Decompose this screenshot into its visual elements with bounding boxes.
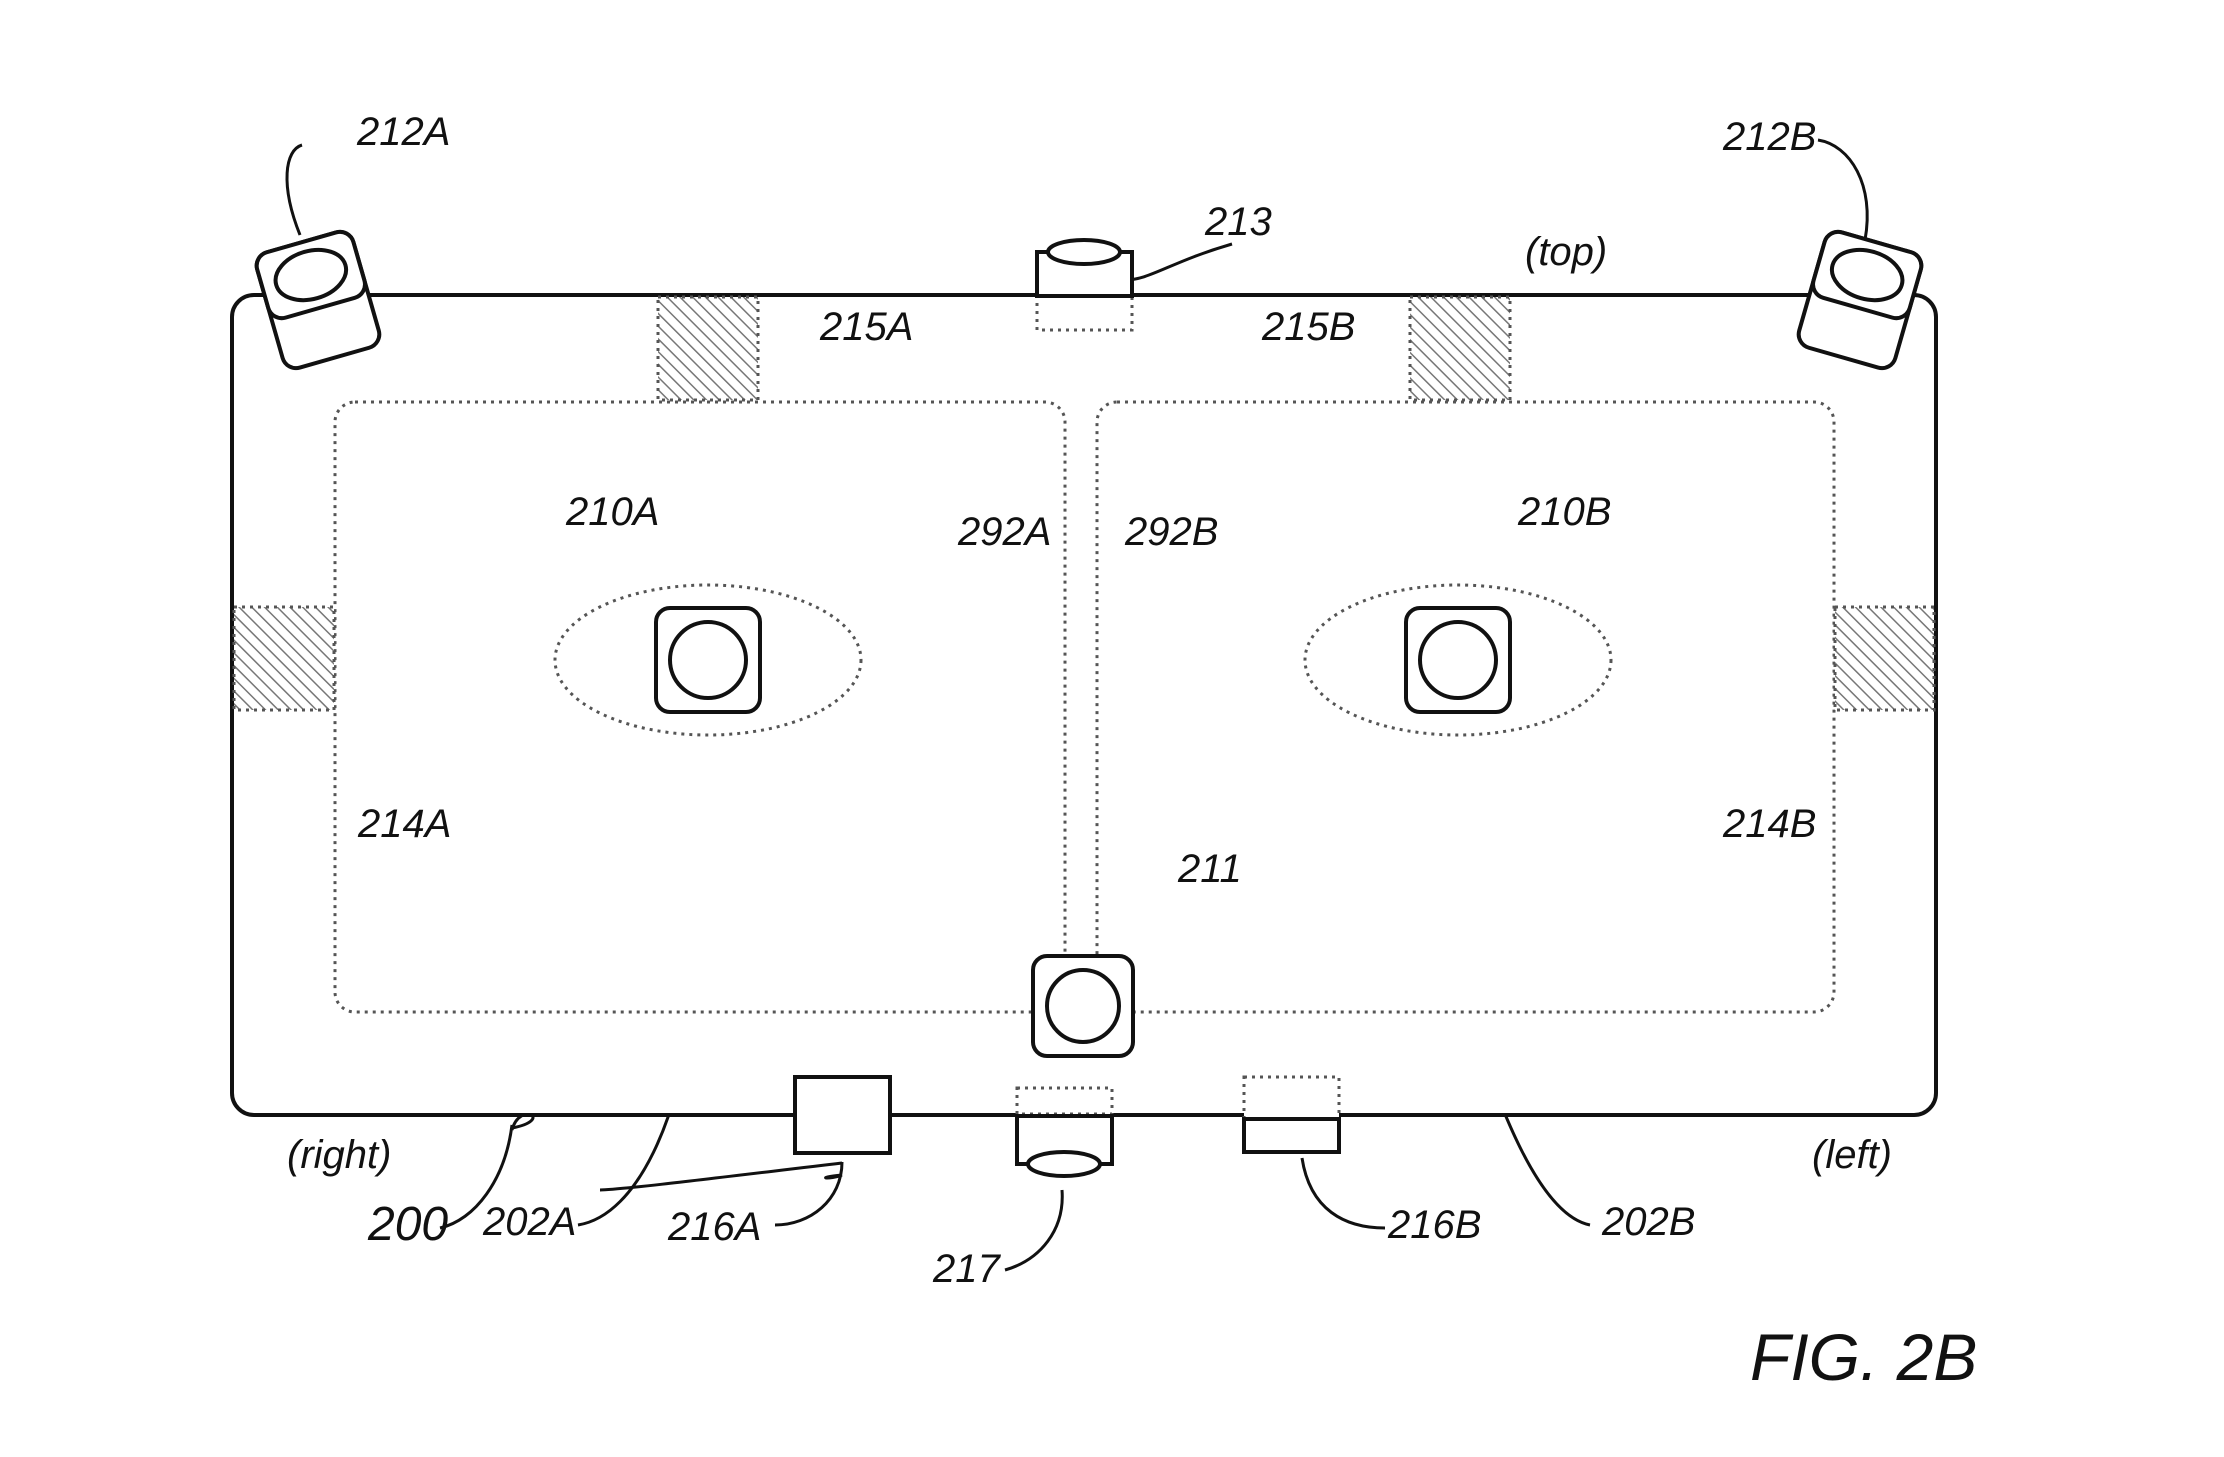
label-217: 217 — [932, 1247, 1001, 1291]
center-camera-211 — [1031, 954, 1135, 1058]
top-camera-213 — [1035, 238, 1134, 332]
label-214B: 214B — [1722, 802, 1816, 846]
bottom-sensor-216A — [793, 1075, 892, 1155]
label-212B: 212B — [1722, 115, 1816, 159]
eye-camera-210B — [1404, 606, 1512, 714]
label-200: 200 — [367, 1198, 448, 1251]
side-sensor-214B — [1833, 605, 1936, 712]
label-211: 211 — [1177, 847, 1242, 891]
label-215A: 215A — [819, 305, 913, 349]
bottom-camera-217 — [1015, 1086, 1114, 1178]
corner-camera-212B — [1796, 229, 1924, 371]
label-216A: 216A — [667, 1205, 761, 1249]
label-210A: 210A — [565, 490, 659, 534]
label-214A: 214A — [357, 802, 451, 846]
label-216B: 216B — [1387, 1203, 1481, 1247]
eye-region-292A — [553, 583, 863, 737]
label-292B: 292B — [1124, 510, 1218, 554]
label-215B: 215B — [1261, 305, 1355, 349]
label-210B: 210B — [1517, 490, 1611, 534]
label-top: (top) — [1525, 230, 1607, 274]
top-sensor-215A — [656, 295, 760, 402]
label-left: (left) — [1812, 1133, 1892, 1177]
eye-region-292B — [1303, 583, 1613, 737]
eye-camera-210A — [654, 606, 762, 714]
side-sensor-214A — [232, 605, 336, 712]
label-212A: 212A — [356, 110, 450, 154]
label-right: (right) — [287, 1133, 391, 1177]
reference-labels: 212A 212B 213 (top) 215A 215B 210A 210B … — [287, 110, 1977, 1394]
label-213: 213 — [1204, 200, 1272, 244]
top-sensor-215B — [1408, 295, 1512, 402]
figure-caption: FIG. 2B — [1750, 1320, 1977, 1394]
label-292A: 292A — [957, 510, 1051, 554]
label-202B: 202B — [1601, 1200, 1695, 1244]
corner-camera-212A — [254, 229, 382, 371]
bottom-sensor-216B — [1242, 1075, 1341, 1154]
label-202A: 202A — [482, 1200, 576, 1244]
